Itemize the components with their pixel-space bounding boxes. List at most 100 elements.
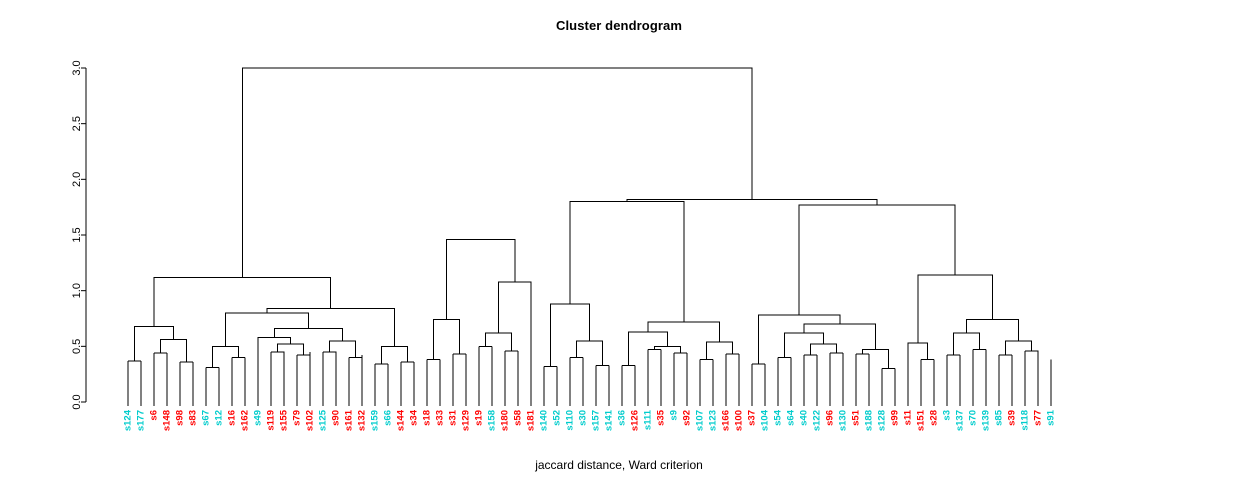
leaf-label[interactable]: s31 xyxy=(448,409,459,426)
dendrogram-branch xyxy=(323,351,337,358)
leaf-label[interactable]: s6 xyxy=(149,410,160,421)
leaf-label[interactable]: s107 xyxy=(695,410,706,431)
leaf-label[interactable]: s157 xyxy=(591,410,602,431)
leaf-label[interactable]: s98 xyxy=(175,410,186,426)
leaf-label[interactable]: s79 xyxy=(292,410,303,426)
dendrogram-branch xyxy=(277,343,304,356)
dendrogram-branch xyxy=(784,332,824,358)
leaf-label[interactable]: s39 xyxy=(1007,410,1018,426)
leaf-label[interactable]: s188 xyxy=(864,410,875,431)
dendrogram-branch xyxy=(160,339,187,362)
leaf-label[interactable]: s140 xyxy=(539,410,550,431)
leaf-label[interactable]: s12 xyxy=(214,410,225,426)
leaf-label[interactable]: s141 xyxy=(604,409,615,431)
page-title: Cluster dendrogram xyxy=(555,18,683,33)
dendrogram-branch xyxy=(966,319,1019,341)
leaf-label[interactable]: s67 xyxy=(201,410,212,426)
leaf-label[interactable]: s49 xyxy=(253,410,264,426)
leaf-ticks xyxy=(127,402,1052,406)
leaf-label[interactable]: s162 xyxy=(240,410,251,431)
leaf-label[interactable]: s139 xyxy=(981,410,992,431)
dendrogram-branch xyxy=(758,314,841,365)
dendrogram-branch xyxy=(212,345,239,368)
leaf-label[interactable]: s77 xyxy=(1033,410,1044,426)
y-tick-label: 3.0 xyxy=(71,60,83,75)
leaf-label[interactable]: s70 xyxy=(968,410,979,426)
leaf-label[interactable]: s11 xyxy=(903,409,914,425)
leaf-label[interactable]: s151 xyxy=(916,409,927,431)
leaf-label[interactable]: s100 xyxy=(734,410,745,431)
leaf-label[interactable]: s64 xyxy=(786,409,797,426)
leaf-label[interactable]: s83 xyxy=(188,410,199,426)
leaf-label[interactable]: s159 xyxy=(370,410,381,431)
leaf-label[interactable]: s30 xyxy=(578,410,589,426)
leaf-label[interactable]: s51 xyxy=(851,409,862,426)
leaf-label[interactable]: s180 xyxy=(500,410,511,431)
leaf-label[interactable]: s66 xyxy=(383,410,394,426)
dendrogram-branch xyxy=(550,303,590,367)
leaf-label[interactable]: s119 xyxy=(266,410,277,431)
dendrogram-branch xyxy=(810,343,837,356)
leaf-label[interactable]: s35 xyxy=(656,409,667,426)
leaf-label[interactable]: s85 xyxy=(994,409,1005,426)
leaf-label[interactable]: s92 xyxy=(682,410,693,426)
leaf-label[interactable]: s137 xyxy=(955,410,966,431)
y-tick-label: 0.5 xyxy=(71,339,83,354)
leaf-label[interactable]: s148 xyxy=(162,410,173,431)
leaf-label[interactable]: s177 xyxy=(136,410,147,431)
leaf-label[interactable]: s91 xyxy=(1046,409,1057,426)
leaf-label[interactable]: s161 xyxy=(344,409,355,431)
leaf-label[interactable]: s125 xyxy=(318,409,329,431)
leaf-label[interactable]: s122 xyxy=(812,410,823,431)
dendrogram-branch xyxy=(626,198,878,205)
leaf-label[interactable]: s126 xyxy=(630,410,641,431)
dendrogram-branch xyxy=(446,238,516,320)
leaf-label[interactable]: s158 xyxy=(487,410,498,431)
leaf-label[interactable]: s96 xyxy=(825,410,836,426)
leaf-label[interactable]: s132 xyxy=(357,410,368,431)
dendrogram-branches xyxy=(127,67,1052,402)
leaf-label[interactable]: s28 xyxy=(929,410,940,426)
leaf-label[interactable]: s104 xyxy=(760,409,771,431)
dendrogram-branch xyxy=(1025,350,1039,360)
leaf-label[interactable]: s9 xyxy=(669,410,680,421)
leaf-label[interactable]: s3 xyxy=(942,410,953,421)
leaf-label[interactable]: s166 xyxy=(721,410,732,431)
leaf-label[interactable]: s102 xyxy=(305,410,316,431)
leaf-label[interactable]: s16 xyxy=(227,410,238,426)
dendrogram-branch xyxy=(706,341,733,360)
leaf-label[interactable]: s52 xyxy=(552,410,563,426)
leaf-label[interactable]: s99 xyxy=(890,410,901,426)
leaf-label[interactable]: s111 xyxy=(643,409,654,430)
dendrogram-branch xyxy=(329,340,356,358)
y-tick-label: 1.0 xyxy=(71,283,83,298)
leaf-label[interactable]: s18 xyxy=(422,410,433,426)
leaf-label[interactable]: s128 xyxy=(877,410,888,431)
dendrogram-branch xyxy=(803,323,876,350)
leaf-label[interactable]: s124 xyxy=(123,409,134,431)
leaf-label[interactable]: s123 xyxy=(708,410,719,431)
leaf-label[interactable]: s34 xyxy=(409,409,420,426)
dendrogram-branch xyxy=(862,349,889,369)
leaf-label[interactable]: s19 xyxy=(474,410,485,426)
leaf-label[interactable]: s144 xyxy=(396,409,407,431)
y-axis: 0.00.51.01.52.02.53.0 xyxy=(71,60,87,410)
leaf-label[interactable]: s33 xyxy=(435,410,446,426)
leaf-label[interactable]: s118 xyxy=(1020,410,1031,431)
leaf-label[interactable]: s40 xyxy=(799,410,810,426)
dendrogram-branch xyxy=(257,336,291,352)
leaf-label[interactable]: s110 xyxy=(565,410,576,431)
leaf-label[interactable]: s58 xyxy=(513,410,524,426)
dendrogram-branch xyxy=(798,204,956,316)
leaf-label[interactable]: s54 xyxy=(773,409,784,426)
x-axis-label: jaccard distance, Ward criterion xyxy=(535,458,703,472)
leaf-label[interactable]: s130 xyxy=(838,410,849,431)
leaf-label[interactable]: s129 xyxy=(461,410,472,431)
leaf-label[interactable]: s37 xyxy=(747,410,758,426)
leaf-label[interactable]: s155 xyxy=(279,409,290,431)
leaf-label[interactable]: s181 xyxy=(526,409,537,431)
leaf-label[interactable]: s90 xyxy=(331,410,342,426)
leaf-label[interactable]: s36 xyxy=(617,410,628,426)
